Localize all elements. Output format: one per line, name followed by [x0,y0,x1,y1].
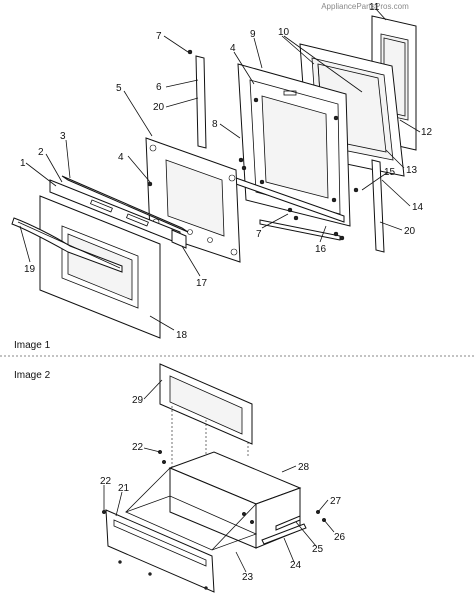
part-19-door-handle [11,217,123,273]
callout-1: 1 [20,158,26,169]
image-1-leader-lines [19,8,421,331]
callout-13: 13 [406,165,418,176]
part-14-door-side-channel [371,159,385,253]
callout-18: 18 [176,330,188,341]
image-1-caption: Image 1 [14,340,51,351]
part-18-outer-door-panel [39,195,161,339]
part-9-inner-door-liner [237,63,351,227]
image-2-caption: Image 2 [14,370,51,381]
callout-29: 29 [132,395,144,406]
image-1-oven-door-assembly: 1 2 3 4 5 6 7 20 8 4 9 10 11 12 13 15 14… [11,2,433,351]
image-2-drawer-assembly: Image 2 [14,363,346,593]
image-2-leader-lines [103,379,335,573]
callout-17: 17 [196,278,208,289]
part-29-drawer-back-panel [159,363,253,445]
callout-2: 2 [38,147,44,158]
callout-3: 3 [60,131,66,142]
callout-26: 26 [334,532,346,543]
part-6-door-side-channel [195,55,207,149]
callout-9: 9 [250,29,256,40]
callout-21: 21 [118,483,130,494]
callout-14: 14 [412,202,424,213]
part-3-top-trim [61,175,189,233]
callout-16: 16 [315,244,327,255]
callout-28: 28 [298,462,310,473]
callout-11: 11 [369,2,380,13]
part-21-drawer-front [105,509,215,593]
callout-20: 20 [153,102,165,113]
callout-20: 20 [404,226,416,237]
watermark-text: AppliancePartsPros.com [321,2,409,11]
callout-7: 7 [256,229,262,240]
part-28-drawer-body [124,451,302,551]
part-5-inner-door-panel [145,137,241,263]
callout-8: 8 [212,119,218,130]
callout-4: 4 [118,152,124,163]
callout-6: 6 [156,82,162,93]
callout-22: 22 [132,442,144,453]
callout-10: 10 [278,27,290,38]
callout-27: 27 [330,496,342,507]
part-17-end-cap [171,229,187,249]
callout-5: 5 [116,83,122,94]
callout-22: 22 [100,476,112,487]
callout-24: 24 [290,560,302,571]
part-25-glide-bracket [275,515,301,531]
callout-4: 4 [230,43,236,54]
callout-7: 7 [156,31,162,42]
part-16-bottom-rail [235,177,345,241]
callout-23: 23 [242,572,254,583]
callout-19: 19 [24,264,36,275]
callout-12: 12 [421,127,433,138]
callout-25: 25 [312,544,324,555]
callout-15: 15 [384,167,396,178]
part-24-drawer-glide [261,523,307,545]
